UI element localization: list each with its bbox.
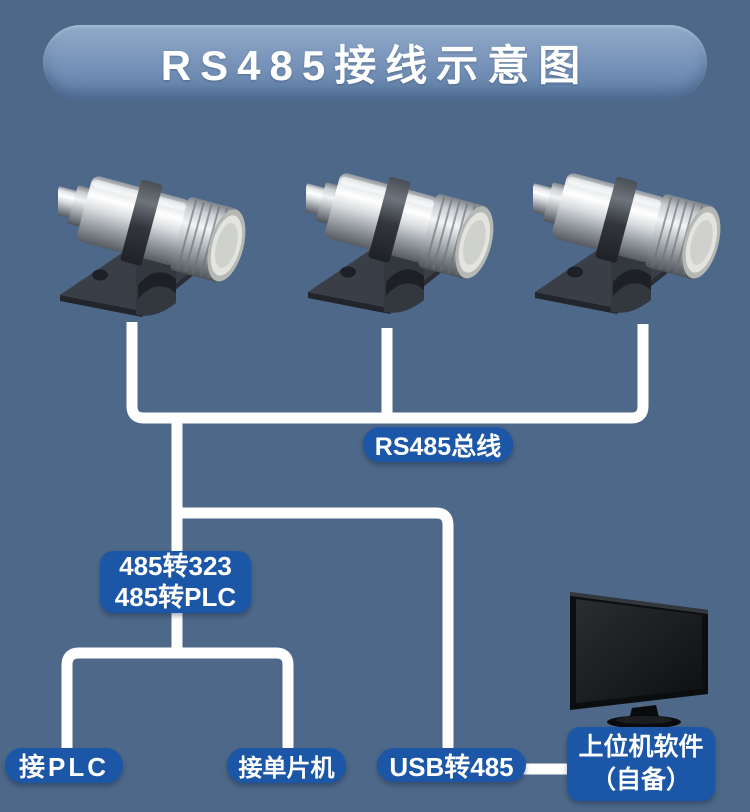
desktop-monitor-icon — [570, 592, 708, 729]
mcu-label-text: 接单片机 — [238, 755, 335, 782]
ir-temperature-sensor-icon — [306, 142, 511, 332]
converter-label: 485转323 485转PLC — [100, 551, 251, 613]
usb-adapter-label-text: USB转485 — [389, 751, 514, 782]
host-software-label: 上位机软件 （自备） — [567, 727, 715, 801]
bus-label: RS485总线 — [363, 427, 513, 462]
host-software-label-line1: 上位机软件 — [578, 733, 704, 761]
usb-branch-line — [177, 507, 454, 753]
host-software-label-line2: （自备） — [590, 766, 691, 794]
page-title: RS485接线示意图 — [160, 42, 590, 89]
plc-label: 接PLC — [5, 748, 123, 783]
converter-label-line2: 485转PLC — [114, 582, 237, 612]
ir-temperature-sensor-icon — [533, 142, 738, 332]
title-banner: RS485接线示意图 — [43, 25, 707, 100]
usb-adapter-label: USB转485 — [377, 748, 526, 782]
bus-label-text: RS485总线 — [374, 432, 502, 461]
plc-mcu-split-line — [61, 647, 294, 753]
converter-label-line1: 485转323 — [119, 551, 232, 581]
ir-temperature-sensor-icon — [58, 145, 263, 335]
plc-label-text: 接PLC — [18, 752, 109, 782]
mcu-label: 接单片机 — [227, 748, 346, 783]
